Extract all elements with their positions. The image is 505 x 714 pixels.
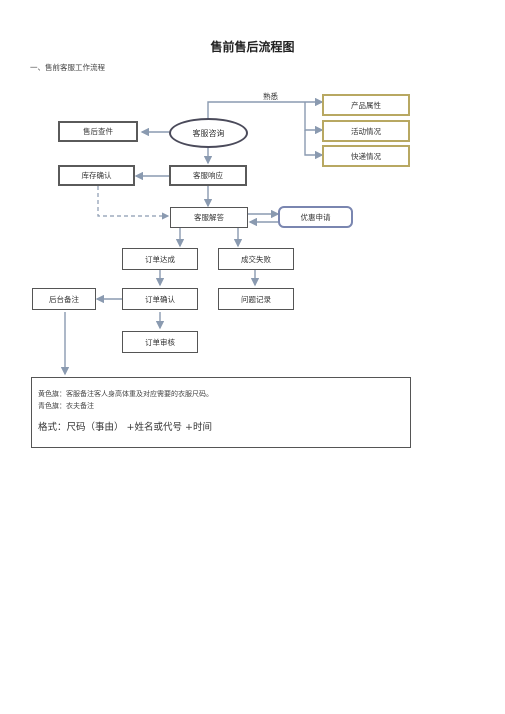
node-deal-fail: 成交失败	[218, 248, 294, 270]
note-format: 格式：尺码（事由） +姓名或代号 +时间	[38, 422, 212, 433]
node-answer: 客服解答	[170, 207, 248, 228]
notes-panel: 黄色旗：客服备注客人身高体重及对应需要的衣服尺码。 青色旗：衣夫备注 格式：尺码…	[31, 377, 411, 448]
node-issue-record: 问题记录	[218, 288, 294, 310]
node-after-sale-query: 售后查件	[58, 121, 138, 142]
connector-to-express	[304, 130, 324, 160]
node-discount: 优惠申请	[278, 206, 353, 228]
node-consult: 客服咨询	[169, 118, 248, 148]
node-activity: 活动情况	[322, 120, 410, 142]
node-response: 客服响应	[169, 165, 247, 186]
page-title: 售前售后流程图	[210, 40, 295, 54]
connector-to-activity	[304, 102, 324, 135]
connector-consult-familiar	[207, 97, 324, 120]
note-blue-flag: 青色旗：衣夫备注	[38, 402, 94, 410]
note-yellow-flag: 黄色旗：客服备注客人身高体重及对应需要的衣服尺码。	[38, 390, 213, 398]
node-express: 快递情况	[322, 145, 410, 167]
node-stock-confirm: 库存确认	[58, 165, 135, 186]
familiar-label: 熟悉	[263, 92, 278, 101]
node-order-review: 订单审核	[122, 331, 198, 353]
node-order-confirm: 订单确认	[122, 288, 198, 310]
node-order-done: 订单达成	[122, 248, 198, 270]
node-product-attr: 产品属性	[322, 94, 410, 116]
connector-stock-answer-dashed	[97, 186, 170, 220]
section-heading: 一、售前客服工作流程	[30, 63, 105, 72]
node-backend-note: 后台备注	[32, 288, 96, 310]
